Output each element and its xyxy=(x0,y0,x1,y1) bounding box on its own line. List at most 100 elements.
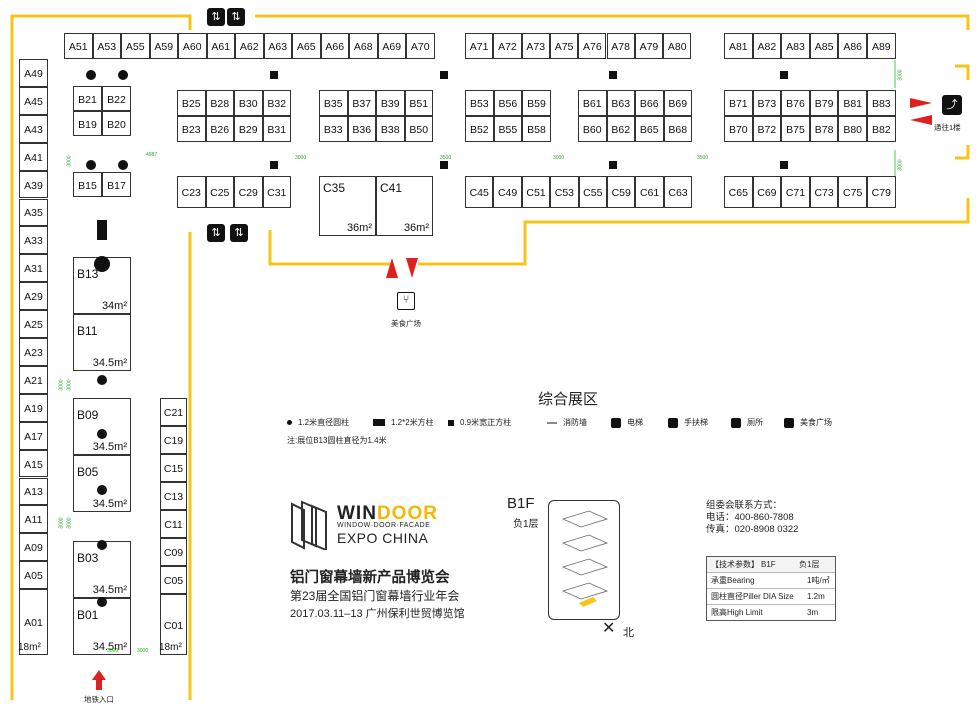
booth-c29[interactable]: C29 xyxy=(234,176,263,208)
booth-b66[interactable]: B66 xyxy=(635,90,664,116)
booth-b78[interactable]: B78 xyxy=(809,116,839,142)
booth-a59[interactable]: A59 xyxy=(149,33,178,59)
booth-a55[interactable]: A55 xyxy=(121,33,150,59)
booth-a63[interactable]: A63 xyxy=(263,33,292,59)
booth-a39[interactable]: A39 xyxy=(19,170,48,199)
booth-c53[interactable]: C53 xyxy=(550,176,579,208)
booth-a33[interactable]: A33 xyxy=(19,226,48,255)
booth-c71[interactable]: C71 xyxy=(781,176,810,208)
booth-a41[interactable]: A41 xyxy=(19,142,48,171)
booth-b32[interactable]: B32 xyxy=(262,90,291,116)
booth-a72[interactable]: A72 xyxy=(493,33,522,59)
booth-c11[interactable]: C11 xyxy=(160,510,187,538)
booth-a82[interactable]: A82 xyxy=(752,33,782,59)
booth-c61[interactable]: C61 xyxy=(635,176,664,208)
booth-a62[interactable]: A62 xyxy=(235,33,264,59)
booth-a23[interactable]: A23 xyxy=(19,338,48,366)
booth-b55[interactable]: B55 xyxy=(493,116,523,142)
booth-c55[interactable]: C55 xyxy=(578,176,607,208)
booth-b81[interactable]: B81 xyxy=(838,90,867,116)
booth-b25[interactable]: B25 xyxy=(177,90,206,116)
booth-a80[interactable]: A80 xyxy=(663,33,692,59)
booth-a11[interactable]: A11 xyxy=(19,505,48,534)
booth-b52[interactable]: B52 xyxy=(465,116,494,142)
booth-a76[interactable]: A76 xyxy=(578,33,607,59)
booth-b82[interactable]: B82 xyxy=(867,116,896,142)
booth-a45[interactable]: A45 xyxy=(19,86,48,115)
booth-a13[interactable]: A13 xyxy=(19,477,48,506)
booth-a21[interactable]: A21 xyxy=(19,365,48,394)
booth-a19[interactable]: A19 xyxy=(19,393,48,422)
booth-a85[interactable]: A85 xyxy=(809,33,839,59)
booth-a89[interactable]: A89 xyxy=(867,33,896,59)
booth-c51[interactable]: C51 xyxy=(521,176,551,208)
booth-c45[interactable]: C45 xyxy=(465,176,494,208)
booth-a70[interactable]: A70 xyxy=(406,33,435,59)
booth-b22[interactable]: B22 xyxy=(102,86,131,111)
booth-a09[interactable]: A09 xyxy=(19,533,48,562)
booth-c25[interactable]: C25 xyxy=(205,176,234,208)
booth-b61[interactable]: B61 xyxy=(578,90,607,116)
booth-a51[interactable]: A51 xyxy=(64,33,93,59)
booth-c23[interactable]: C23 xyxy=(177,176,206,208)
booth-a60[interactable]: A60 xyxy=(178,33,207,59)
booth-b71[interactable]: B71 xyxy=(724,90,753,116)
booth-b70[interactable]: B70 xyxy=(724,116,753,142)
booth-a81[interactable]: A81 xyxy=(724,33,753,59)
booth-c15[interactable]: C15 xyxy=(160,454,187,482)
booth-b59[interactable]: B59 xyxy=(522,90,551,116)
booth-a15[interactable]: A15 xyxy=(19,449,48,478)
booth-c31[interactable]: C31 xyxy=(262,176,291,208)
booth-b38[interactable]: B38 xyxy=(376,116,405,142)
booth-c49[interactable]: C49 xyxy=(493,176,522,208)
booth-b76[interactable]: B76 xyxy=(781,90,810,116)
booth-c09[interactable]: C09 xyxy=(160,538,187,566)
booth-b31[interactable]: B31 xyxy=(262,116,291,142)
booth-a75[interactable]: A75 xyxy=(549,33,579,59)
booth-b33[interactable]: B33 xyxy=(319,116,348,142)
booth-a71[interactable]: A71 xyxy=(465,33,494,59)
booth-a73[interactable]: A73 xyxy=(521,33,550,59)
booth-c21[interactable]: C21 xyxy=(160,398,187,426)
booth-c05[interactable]: C05 xyxy=(160,566,187,594)
booth-b19[interactable]: B19 xyxy=(73,111,102,136)
booth-b28[interactable]: B28 xyxy=(205,90,234,116)
booth-c13[interactable]: C13 xyxy=(160,482,187,510)
booth-b50[interactable]: B50 xyxy=(404,116,433,142)
booth-b23[interactable]: B23 xyxy=(177,116,206,142)
booth-b75[interactable]: B75 xyxy=(781,116,810,142)
booth-b79[interactable]: B79 xyxy=(809,90,839,116)
booth-a86[interactable]: A86 xyxy=(838,33,867,59)
booth-b72[interactable]: B72 xyxy=(752,116,782,142)
booth-a43[interactable]: A43 xyxy=(19,114,48,143)
booth-b17[interactable]: B17 xyxy=(102,172,131,197)
booth-a05[interactable]: A05 xyxy=(19,561,48,590)
booth-a68[interactable]: A68 xyxy=(349,33,378,59)
booth-c69[interactable]: C69 xyxy=(752,176,782,208)
booth-a78[interactable]: A78 xyxy=(606,33,635,59)
booth-b53[interactable]: B53 xyxy=(465,90,494,116)
booth-b26[interactable]: B26 xyxy=(205,116,234,142)
booth-a25[interactable]: A25 xyxy=(19,310,48,338)
booth-c73[interactable]: C73 xyxy=(809,176,839,208)
booth-b73[interactable]: B73 xyxy=(752,90,782,116)
booth-b69[interactable]: B69 xyxy=(663,90,692,116)
booth-b68[interactable]: B68 xyxy=(663,116,692,142)
booth-b35[interactable]: B35 xyxy=(319,90,348,116)
booth-a49[interactable]: A49 xyxy=(19,59,48,87)
booth-b83[interactable]: B83 xyxy=(867,90,896,116)
booth-c19[interactable]: C19 xyxy=(160,426,187,454)
booth-c63[interactable]: C63 xyxy=(663,176,693,208)
booth-b20[interactable]: B20 xyxy=(102,111,131,136)
booth-b37[interactable]: B37 xyxy=(347,90,376,116)
booth-c59[interactable]: C59 xyxy=(607,176,636,208)
booth-c75[interactable]: C75 xyxy=(838,176,867,208)
booth-c79[interactable]: C79 xyxy=(867,176,896,208)
booth-a65[interactable]: A65 xyxy=(292,33,321,59)
